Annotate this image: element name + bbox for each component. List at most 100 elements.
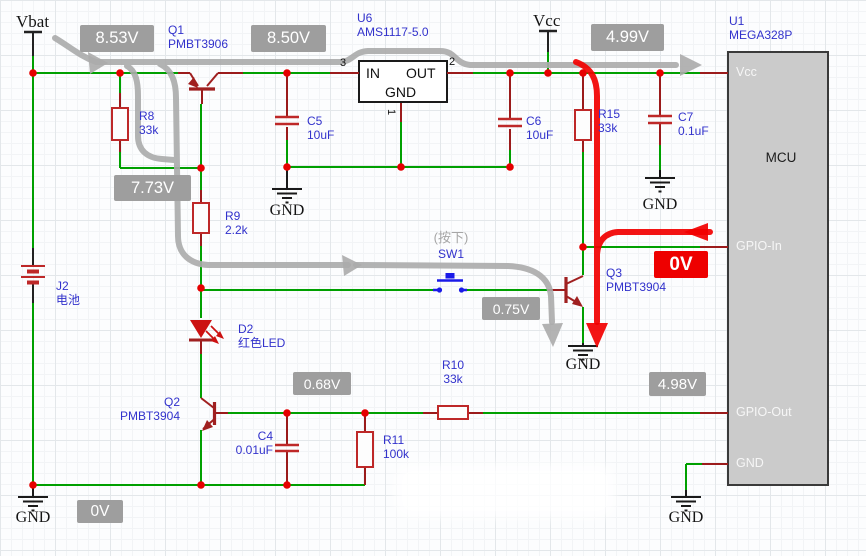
transistor-q3[interactable]: [564, 275, 584, 307]
d2-value: 红色LED: [238, 335, 286, 350]
voltage-badge-regulator-in: 8.50V: [251, 25, 326, 52]
current-flow-red-arrow: [573, 59, 713, 325]
r9-label: R9 2.2k: [225, 209, 248, 237]
c7-label: C7 0.1uF: [678, 110, 709, 138]
q2-value: PMBT3904: [119, 408, 180, 423]
gnd-symbol-c7: [645, 170, 675, 193]
sw1-pressed-note: (按下): [433, 230, 469, 245]
transistor-q1[interactable]: [188, 72, 219, 91]
resistor-r11[interactable]: [356, 431, 374, 468]
u6-pin-number-2: 2: [449, 56, 456, 68]
vbat-label: Vbat: [16, 12, 50, 31]
gnd-symbol-c5: [272, 167, 302, 204]
r11-label: R11 100k: [383, 433, 410, 461]
mcu-pin-gnd: GND: [736, 456, 764, 470]
capacitor-c7[interactable]: [648, 114, 672, 125]
voltage-badge-q3-base: 0.75V: [482, 297, 540, 320]
vcc-label: Vcc: [533, 11, 561, 30]
switch-sw1[interactable]: [433, 273, 467, 293]
u6-pin-gnd: GND: [385, 84, 417, 100]
gnd-label-battery: GND: [15, 509, 51, 526]
voltage-badge-vbat: 8.53V: [80, 25, 154, 52]
capacitor-c6[interactable]: [498, 117, 522, 128]
gnd-symbol-battery: [18, 485, 48, 512]
sw1-label: SW1: [437, 247, 464, 261]
r11-value: 100k: [383, 446, 410, 461]
r10-value: 33k: [443, 371, 463, 386]
voltage-badge-q2-base: 0.68V: [293, 372, 351, 395]
gnd-symbol-q3: [568, 343, 598, 361]
u6-label: U6 AMS1117-5.0: [357, 11, 429, 39]
u6-pin-out: OUT: [406, 65, 436, 81]
d2-label: D2 红色LED: [238, 322, 286, 350]
q1-value: PMBT3906: [168, 36, 229, 51]
r8-ref: R8: [139, 109, 155, 123]
u6-pin-number-3: 3: [340, 57, 347, 69]
r10-ref: R10: [441, 358, 464, 372]
resistor-r10[interactable]: [437, 405, 469, 420]
r15-label: R15 33k: [598, 107, 621, 135]
gnd-symbols: [18, 167, 701, 512]
net-stubs: [119, 72, 728, 485]
u1-ref: U1: [729, 14, 745, 28]
led-d2[interactable]: [189, 320, 224, 344]
q2-ref: Q2: [163, 395, 180, 409]
current-flow-gray-arrow: [52, 35, 679, 325]
r11-ref: R11: [383, 433, 405, 447]
mcu-pin-vcc: Vcc: [736, 65, 757, 79]
c5-value: 10uF: [307, 127, 335, 142]
resistor-r9[interactable]: [192, 202, 210, 234]
junction-dots: [29, 69, 664, 489]
j2-label: J2 电池: [56, 279, 81, 307]
c4-label: C4 0.01uF: [202, 429, 273, 457]
c6-value: 10uF: [526, 127, 554, 142]
watermark-blob: [402, 471, 608, 511]
voltage-badge-gpio-in: 0V: [654, 251, 708, 278]
vcc-pin: [539, 29, 557, 52]
capacitor-c5[interactable]: [275, 115, 299, 126]
resistor-r15[interactable]: [574, 109, 592, 141]
voltage-badge-q1-base: 7.73V: [114, 175, 191, 201]
u1-value: MEGA328P: [729, 27, 793, 42]
u6-pin-number-1: 1: [385, 108, 398, 116]
gnd-label-q3: GND: [565, 356, 601, 373]
q3-ref: Q3: [606, 266, 623, 280]
q3-label: Q3 PMBT3904: [606, 266, 667, 294]
d2-ref: D2: [238, 322, 254, 336]
u6-pin-in: IN: [366, 65, 380, 81]
q3-value: PMBT3904: [606, 279, 667, 294]
u6-value: AMS1117-5.0: [357, 24, 429, 39]
r8-label: R8 33k: [139, 109, 159, 137]
c7-ref: C7: [678, 110, 694, 124]
u1-label: U1 MEGA328P: [729, 14, 793, 42]
c6-ref: C6: [526, 114, 542, 128]
transistor-q2[interactable]: [200, 397, 217, 431]
r9-value: 2.2k: [225, 222, 248, 237]
r15-ref: R15: [598, 107, 621, 121]
gnd-label-c5: GND: [269, 202, 305, 219]
regulator-box[interactable]: [358, 60, 448, 103]
q1-label: Q1 PMBT3906: [168, 23, 229, 51]
vbat-pin: [24, 30, 42, 56]
voltage-badge-gnd: 0V: [77, 500, 123, 523]
capacitor-c4[interactable]: [275, 443, 299, 453]
u6-ref: U6: [357, 11, 373, 25]
mcu-pin-gpio-out: GPIO-Out: [736, 405, 792, 419]
j2-value: 电池: [56, 292, 81, 307]
c6-label: C6 10uF: [526, 114, 554, 142]
r10-label: R10 33k: [426, 358, 480, 386]
r15-value: 33k: [598, 120, 618, 135]
voltage-badge-gpio-out: 4.98V: [649, 372, 706, 396]
j2-ref: J2: [56, 279, 69, 293]
r8-value: 33k: [139, 122, 159, 137]
mcu-box[interactable]: [727, 51, 829, 486]
battery-j2[interactable]: [21, 248, 45, 303]
mcu-core-label: MCU: [765, 150, 797, 165]
voltage-badge-vcc: 4.99V: [591, 24, 664, 51]
c4-value: 0.01uF: [235, 442, 273, 457]
r9-ref: R9: [225, 209, 241, 223]
c7-value: 0.1uF: [678, 123, 709, 138]
resistor-r8[interactable]: [111, 107, 129, 141]
